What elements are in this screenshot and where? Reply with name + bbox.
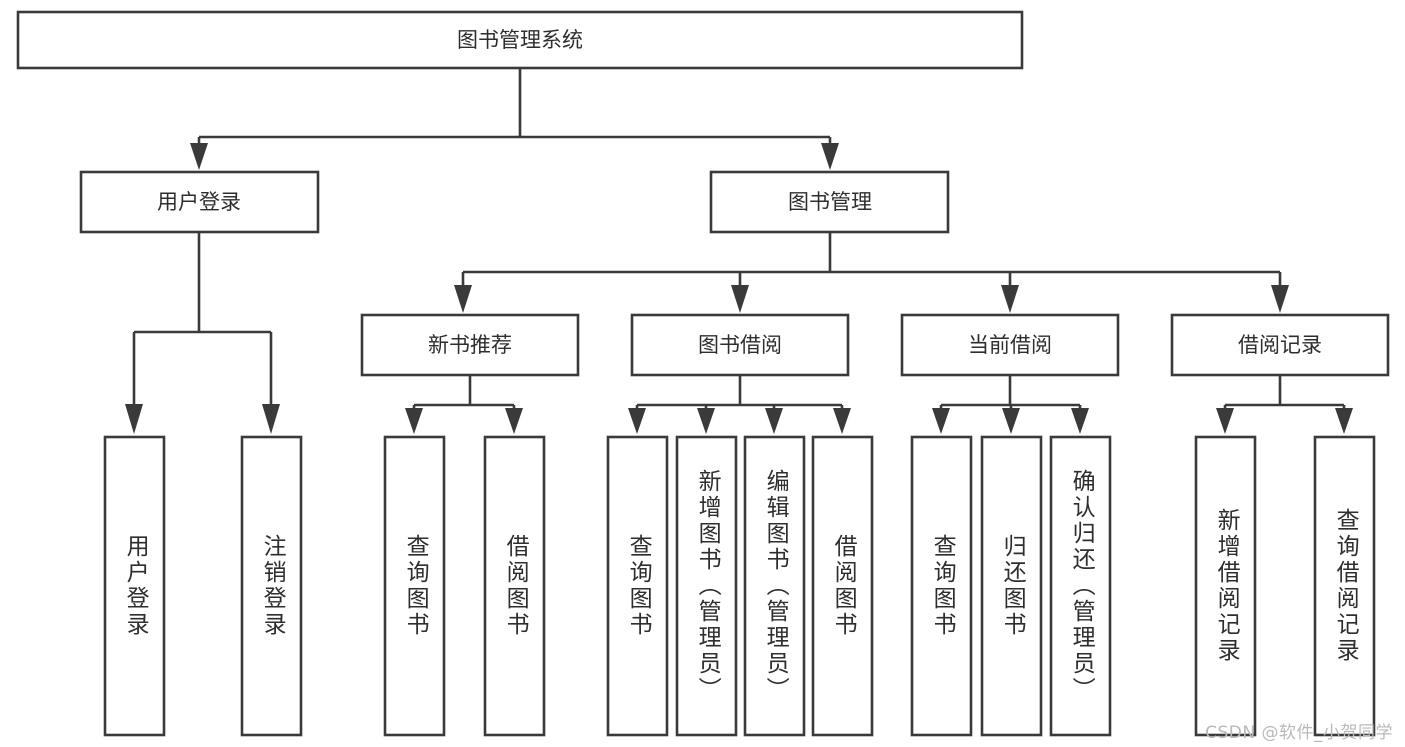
- leaf-box-add-book[interactable]: [675, 435, 738, 737]
- leaf-box-edit-book[interactable]: [743, 435, 806, 737]
- arrowhead-user-login: [190, 143, 208, 170]
- book-manage-label: 图书管理: [788, 190, 872, 214]
- node-book-manage[interactable]: 图书管理: [709, 170, 950, 234]
- arrowhead-leaf-user-login: [125, 404, 143, 434]
- borrow-record-label: 借阅记录: [1238, 333, 1322, 357]
- current-borrow-box: [900, 313, 1120, 377]
- borrow-record-box: [1170, 313, 1390, 377]
- arrowhead-leaf-query-book-3: [932, 408, 950, 434]
- node-borrow-record[interactable]: 借阅记录: [1170, 313, 1390, 377]
- leaf-box-query-book-1[interactable]: [383, 435, 446, 737]
- leaf-box-borrow-book-1[interactable]: [483, 435, 546, 737]
- arrowhead-leaf-borrow-book-1: [505, 408, 523, 434]
- leaf-box-user-login[interactable]: [103, 435, 166, 737]
- node-user-login[interactable]: 用户登录: [79, 170, 320, 234]
- arrowhead-leaf-query-record: [1335, 408, 1353, 434]
- root-box: [16, 10, 1024, 70]
- arrowhead-current-borrow: [1001, 285, 1019, 313]
- leaf-box-user-logout[interactable]: [240, 435, 303, 737]
- arrowhead-leaf-query-book-1: [405, 408, 423, 434]
- arrowhead-borrow-record: [1271, 285, 1289, 313]
- leaf-box-confirm-return[interactable]: [1049, 435, 1112, 737]
- leaf-box-query-book-2[interactable]: [606, 435, 669, 737]
- leaf-box-borrow-book-2[interactable]: [811, 435, 874, 737]
- leaf-box-add-record[interactable]: [1194, 435, 1257, 737]
- leaf-box-query-record[interactable]: [1313, 435, 1376, 737]
- arrowhead-leaf-user-logout: [262, 404, 280, 434]
- book-borrow-box: [630, 313, 850, 377]
- arrowhead-book-borrow: [731, 285, 749, 313]
- node-root[interactable]: 图书管理系统: [16, 10, 1024, 70]
- arrowhead-book-manage: [821, 143, 839, 170]
- new-book-recommend-label: 新书推荐: [428, 333, 512, 357]
- arrowhead-leaf-edit-book: [765, 408, 783, 434]
- leaf-box-return-book[interactable]: [980, 435, 1043, 737]
- arrowhead-leaf-return-book: [1002, 408, 1020, 434]
- arrowhead-leaf-borrow-book-2: [833, 408, 851, 434]
- node-new-book-recommend[interactable]: 新书推荐: [360, 313, 580, 377]
- node-book-borrow[interactable]: 图书借阅: [630, 313, 850, 377]
- leaf-box-query-book-3[interactable]: [910, 435, 973, 737]
- arrowhead-leaf-add-book: [697, 408, 715, 434]
- arrowhead-leaf-add-record: [1216, 408, 1234, 434]
- root-label: 图书管理系统: [457, 28, 583, 52]
- arrowhead-leaf-query-book-2: [628, 408, 646, 434]
- node-current-borrow[interactable]: 当前借阅: [900, 313, 1120, 377]
- arrowhead-leaf-confirm-return: [1071, 408, 1089, 434]
- csdn-watermark: CSDN @软件_小贺同学: [1205, 723, 1393, 743]
- current-borrow-label: 当前借阅: [968, 333, 1052, 357]
- user-login-label: 用户登录: [157, 190, 241, 214]
- book-borrow-label: 图书借阅: [698, 333, 782, 357]
- book-manage-box: [709, 170, 950, 234]
- new-book-recommend-box: [360, 313, 580, 377]
- arrowhead-new-book-recommend: [454, 285, 472, 313]
